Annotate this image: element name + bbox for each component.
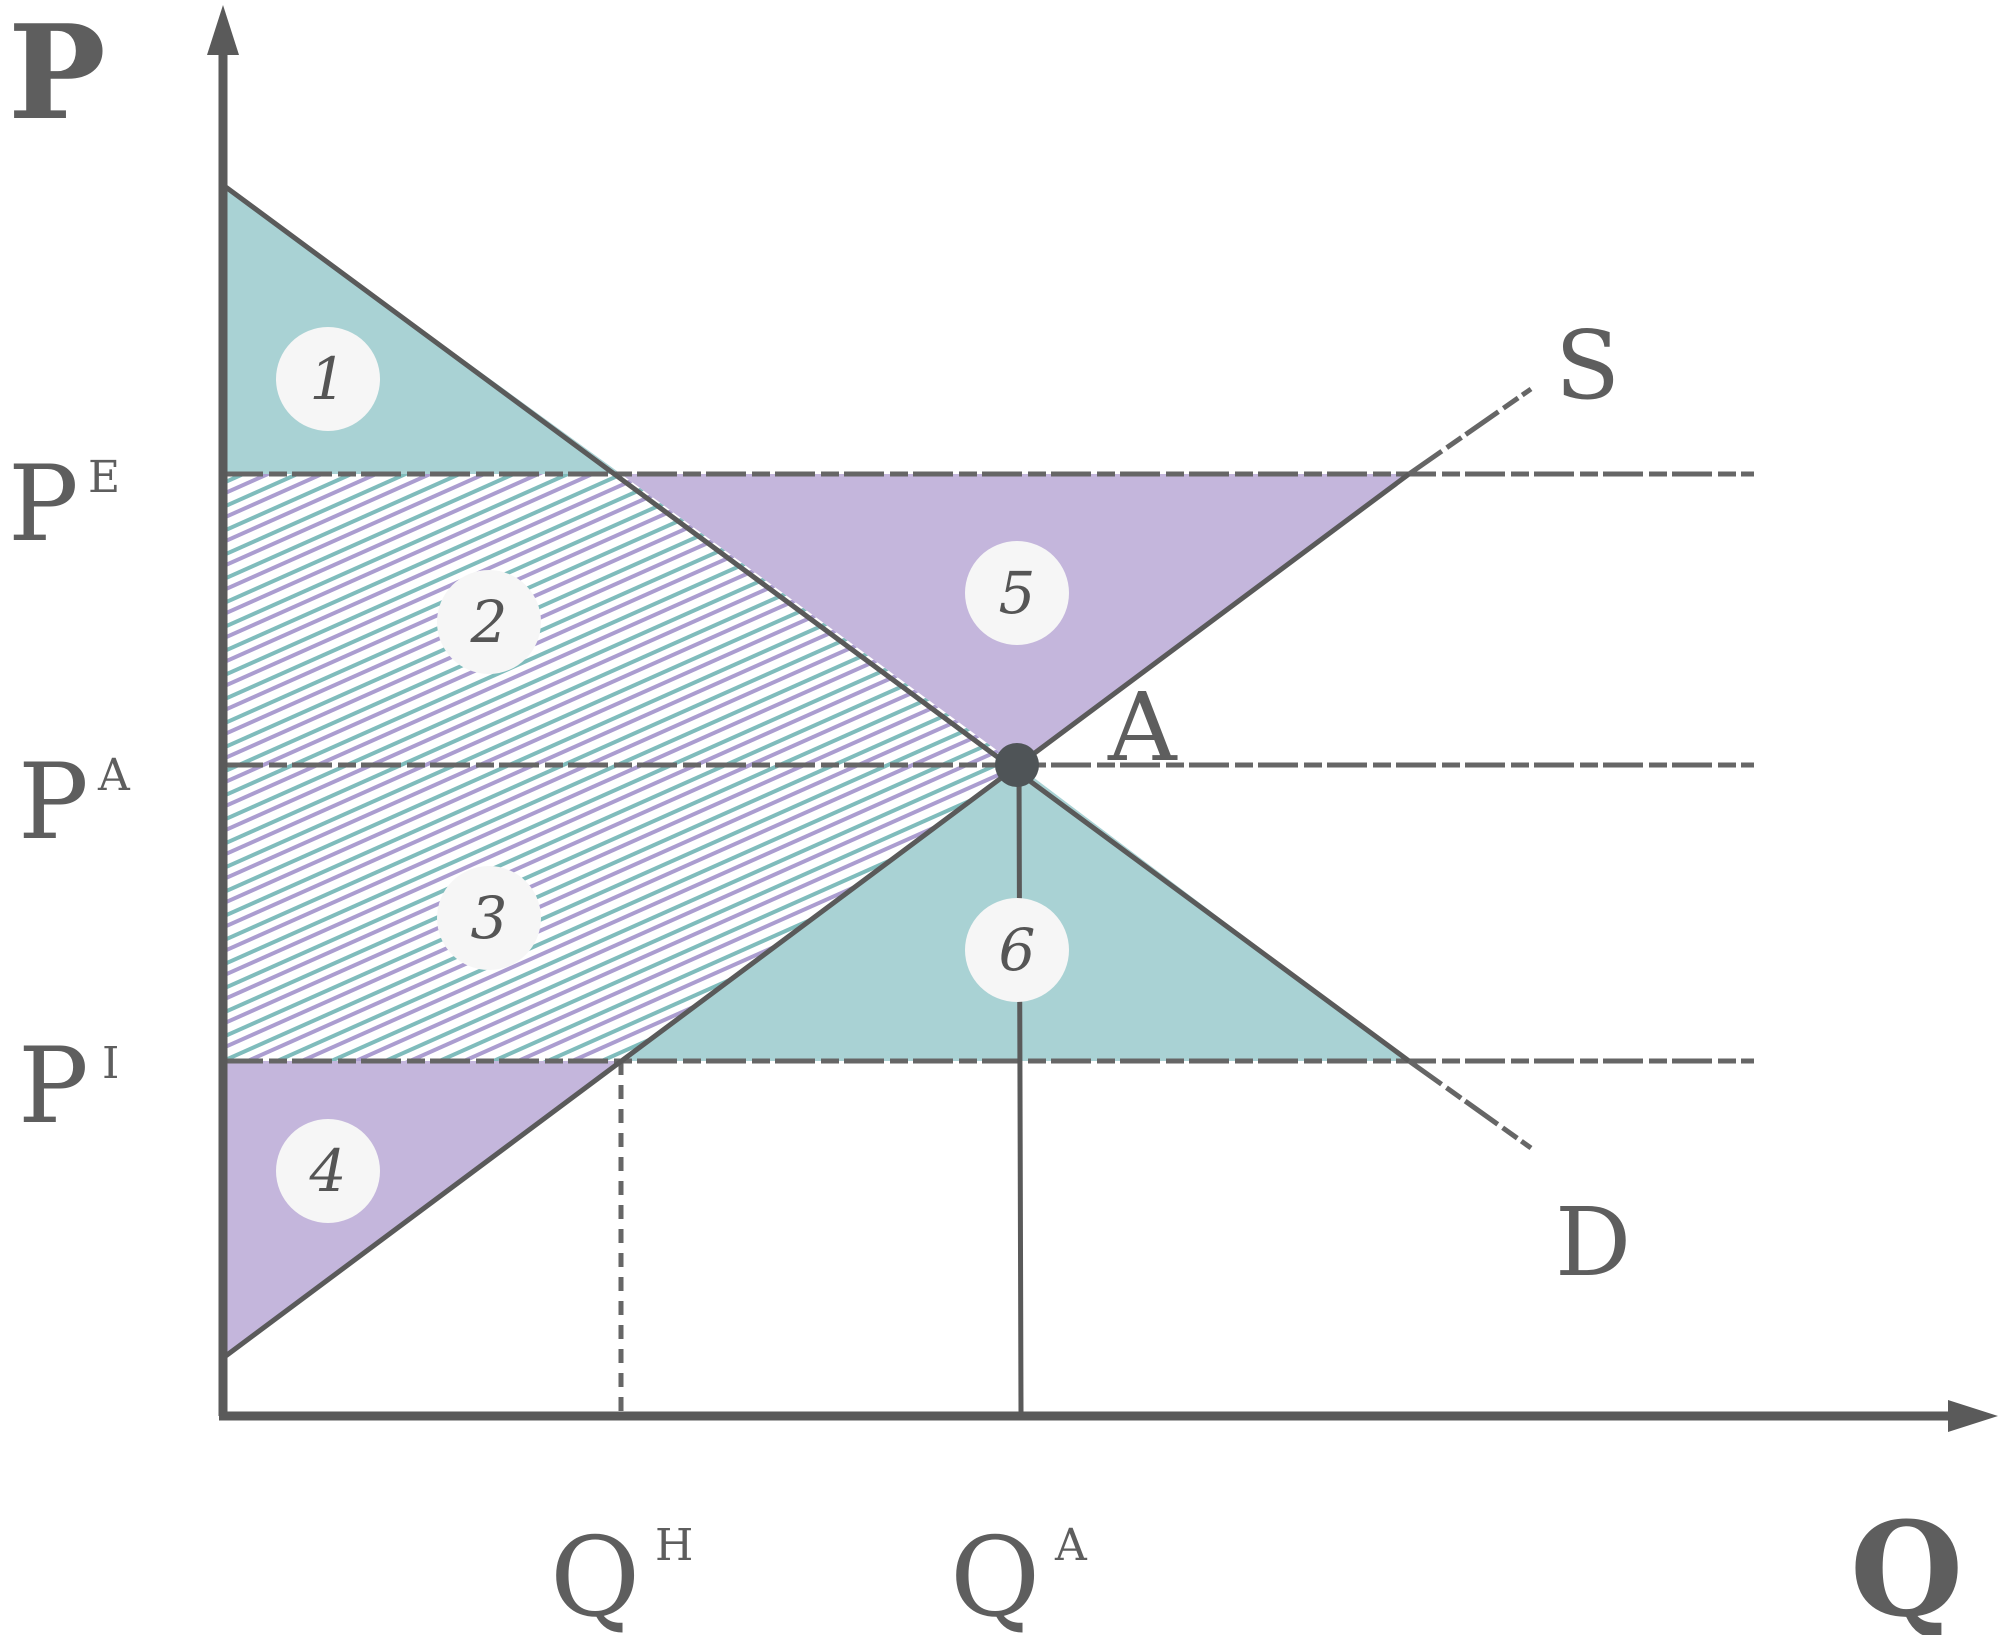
svg-text:A: A (97, 750, 131, 801)
svg-text:H: H (655, 1520, 693, 1571)
qa-line (1016, 762, 1024, 1415)
region-label-1: 1 (276, 327, 380, 431)
svg-text:E: E (88, 452, 120, 503)
pi-label: P I (18, 1025, 119, 1147)
svg-text:P: P (18, 741, 89, 863)
region-label-3: 3 (437, 866, 541, 970)
x-axis-arrow-icon (1948, 1400, 1998, 1432)
svg-text:A: A (1054, 1520, 1088, 1571)
qh-label: Q H (550, 1513, 693, 1635)
svg-text:Q: Q (550, 1513, 640, 1635)
svg-text:6: 6 (999, 916, 1036, 984)
svg-text:3: 3 (471, 884, 508, 952)
demand-curve-extension (1407, 1058, 1533, 1151)
supply-label: S (1555, 311, 1620, 421)
svg-text:2: 2 (470, 588, 508, 656)
pa-label: P A (18, 741, 131, 863)
y-axis-label: P (8, 0, 106, 149)
svg-text:1: 1 (310, 345, 347, 413)
region-label-6: 6 (965, 898, 1069, 1002)
qa-label: Q A (950, 1513, 1088, 1635)
region-label-5: 5 (965, 541, 1069, 645)
svg-text:Q: Q (950, 1513, 1040, 1635)
equilibrium-point (995, 743, 1039, 787)
svg-text:I: I (102, 1038, 119, 1089)
point-a-label: A (1107, 673, 1178, 783)
supply-curve-extension (1407, 386, 1533, 477)
svg-text:P: P (18, 1025, 89, 1147)
svg-text:P: P (8, 443, 79, 565)
region-label-2: 2 (437, 570, 541, 674)
region-label-4: 4 (276, 1119, 380, 1223)
demand-curve (220, 182, 1412, 1064)
pe-label: P E (8, 443, 120, 565)
y-axis-arrow-icon (207, 5, 239, 55)
demand-label: D (1555, 1188, 1631, 1298)
x-axis-label: Q (1850, 1493, 1963, 1635)
svg-text:5: 5 (999, 559, 1036, 627)
svg-text:4: 4 (309, 1137, 347, 1205)
supply-curve (220, 471, 1412, 1361)
